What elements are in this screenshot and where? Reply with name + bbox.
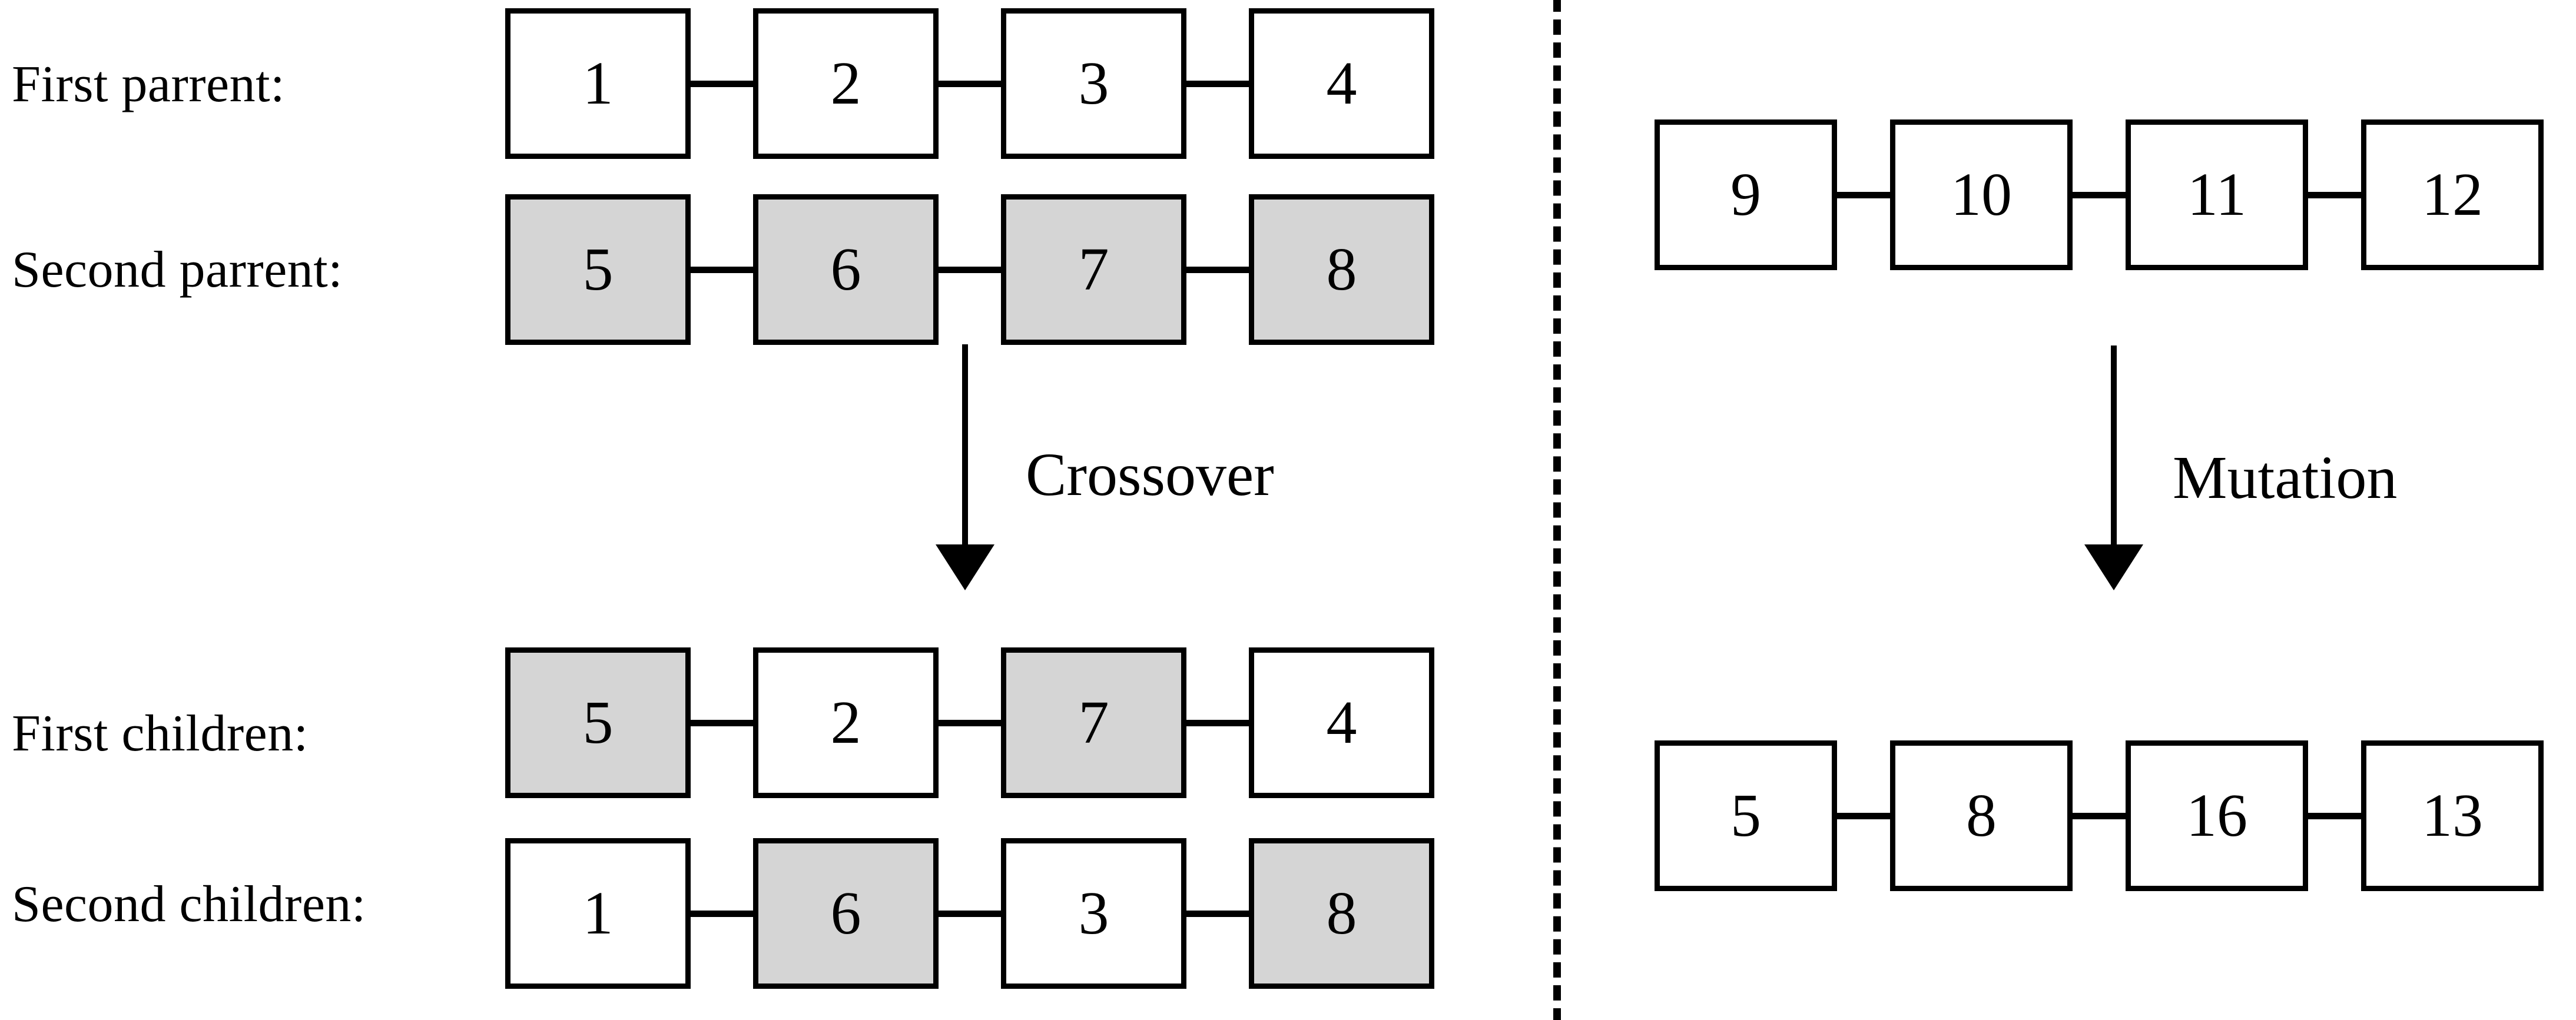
gene-connector [691, 266, 753, 273]
gene-box: 8 [1249, 838, 1434, 989]
gene-box: 5 [505, 647, 691, 798]
gene-connector [1186, 266, 1249, 273]
gene-connector [939, 80, 1001, 87]
gene-box: 7 [1001, 194, 1186, 345]
mutation-operation-label: Mutation [2173, 444, 2398, 511]
gene-box: 7 [1001, 647, 1186, 798]
gene-box: 16 [2126, 740, 2308, 891]
gene-connector [1186, 80, 1249, 87]
gene-box: 10 [1890, 119, 2073, 270]
gene-box: 6 [753, 194, 939, 345]
gene-box: 1 [505, 838, 691, 989]
gene-box: 8 [1249, 194, 1434, 345]
gene-box: 12 [2361, 119, 2544, 270]
gene-box: 5 [1655, 740, 1837, 891]
chromosome-mutation-before: 9 10 11 12 [1655, 119, 2544, 270]
gene-box: 4 [1249, 647, 1434, 798]
gene-connector [691, 910, 753, 917]
gene-box: 2 [753, 8, 939, 159]
row-label-first-parent: First parrent: [12, 56, 286, 113]
mutation-arrow-shaft [2111, 345, 2117, 547]
crossover-arrow-head [936, 544, 994, 590]
gene-connector [691, 80, 753, 87]
crossover-operation-label: Crossover [1026, 441, 1274, 509]
gene-connector [1186, 910, 1249, 917]
gene-box: 11 [2126, 119, 2308, 270]
gene-connector [939, 910, 1001, 917]
gene-box: 6 [753, 838, 939, 989]
gene-connector [939, 719, 1001, 726]
gene-box: 8 [1890, 740, 2073, 891]
gene-connector [1837, 812, 1890, 819]
gene-box: 2 [753, 647, 939, 798]
gene-box: 5 [505, 194, 691, 345]
mutation-arrow [2084, 345, 2143, 590]
gene-box: 13 [2361, 740, 2544, 891]
gene-box: 3 [1001, 838, 1186, 989]
row-label-second-parent: Second parrent: [12, 241, 343, 298]
gene-connector [2073, 191, 2126, 198]
gene-box: 1 [505, 8, 691, 159]
gene-connector [939, 266, 1001, 273]
gene-connector [1186, 719, 1249, 726]
mutation-arrow-head [2084, 544, 2143, 590]
panel-divider [1553, 0, 1561, 1020]
gene-connector [1837, 191, 1890, 198]
gene-box: 9 [1655, 119, 1837, 270]
gene-box: 3 [1001, 8, 1186, 159]
row-label-second-children: Second children: [12, 876, 366, 933]
gene-connector [2073, 812, 2126, 819]
crossover-arrow-shaft [962, 344, 968, 547]
gene-connector [2308, 191, 2361, 198]
gene-box: 4 [1249, 8, 1434, 159]
crossover-arrow [936, 344, 994, 590]
gene-connector [2308, 812, 2361, 819]
row-label-first-children: First children: [12, 705, 309, 762]
gene-connector [691, 719, 753, 726]
